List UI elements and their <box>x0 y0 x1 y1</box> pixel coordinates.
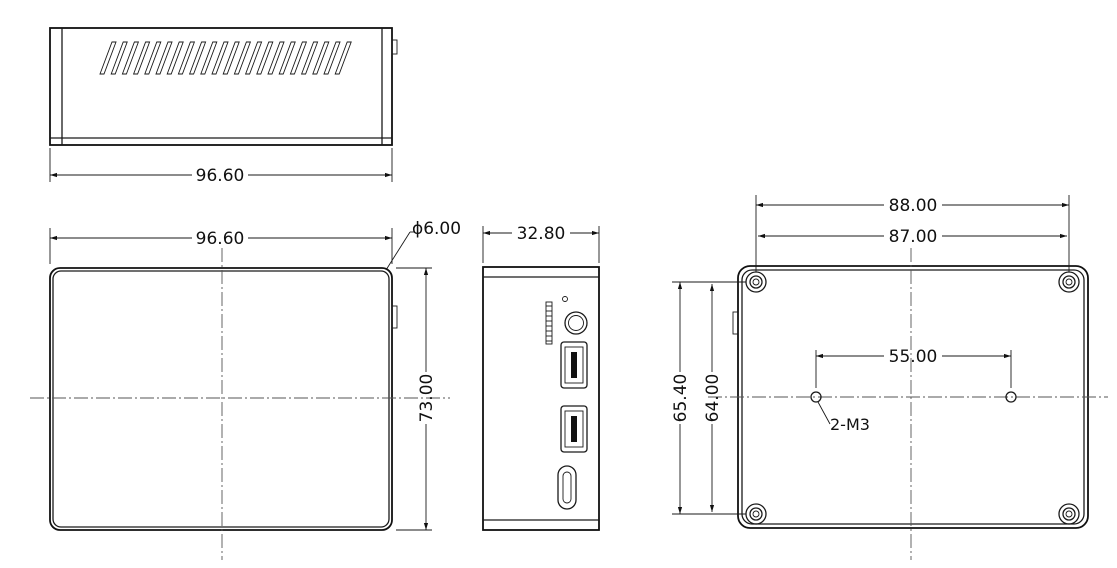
mount-hole <box>1058 271 1080 293</box>
dim-corner-hole: ϕ6.00 <box>412 219 461 239</box>
vent-slot <box>300 41 319 75</box>
vent-slots <box>99 41 352 75</box>
vent-slot <box>110 41 128 75</box>
side-tab-front <box>391 305 398 329</box>
top-view: 96.60 <box>49 27 398 186</box>
vent-slot <box>278 41 296 75</box>
dim-front-width: 96.60 <box>196 229 245 249</box>
dim-top-width: 96.60 <box>196 166 245 186</box>
front-outline <box>49 267 393 531</box>
dim-side-depth: 32.80 <box>517 224 566 244</box>
top-view-outline <box>49 27 393 146</box>
vent-slot <box>200 41 218 75</box>
vent-slot <box>233 41 252 75</box>
vent-slot <box>188 41 207 75</box>
vent-slot <box>99 41 117 75</box>
vent-slot <box>177 41 196 75</box>
vent-slot <box>244 41 263 75</box>
vent-slot <box>166 41 184 75</box>
vent-slot <box>312 41 330 75</box>
side-view: 32.80 <box>482 224 600 531</box>
dim-mount-height-inner: 64.00 <box>703 374 723 423</box>
front-view: 96.60 ϕ6.00 73.00 <box>30 219 461 560</box>
vent-slot <box>256 41 274 75</box>
usb-a-port-icon[interactable] <box>560 405 588 453</box>
vent-slot <box>289 41 308 75</box>
screw-hole <box>810 391 822 403</box>
usb-c-port-icon[interactable] <box>557 465 577 510</box>
dim-screw-spacing: 55.00 <box>889 347 938 367</box>
dim-front-height: 73.00 <box>417 374 437 423</box>
dim-mount-inner: 87.00 <box>889 227 938 247</box>
side-outline <box>482 266 600 531</box>
led-indicator-icon <box>562 296 568 302</box>
mount-hole <box>1058 503 1080 525</box>
mount-hole <box>745 503 767 525</box>
screw-label: 2-M3 <box>830 415 870 434</box>
dim-mount-height-outer: 65.40 <box>671 374 691 423</box>
usb-a-port-icon[interactable] <box>560 341 588 389</box>
dim-mount-outer: 88.00 <box>889 196 938 216</box>
vent-slot <box>211 41 229 75</box>
vent-slot <box>334 41 352 75</box>
vent-slot <box>155 41 173 75</box>
vent-slot <box>323 41 341 75</box>
mount-view: 88.00 87.00 65.40 64.00 55.00 2-M3 <box>671 195 1108 560</box>
vent-slot <box>121 41 140 75</box>
screw-hole <box>1005 391 1017 403</box>
side-tab <box>391 39 398 55</box>
power-button-icon[interactable] <box>564 311 588 335</box>
sd-card-slot-icon <box>545 301 553 345</box>
vent-slot <box>132 41 151 75</box>
vent-slot <box>222 41 240 75</box>
vent-slot <box>144 41 162 75</box>
mount-hole <box>745 271 767 293</box>
vent-slot <box>267 41 285 75</box>
